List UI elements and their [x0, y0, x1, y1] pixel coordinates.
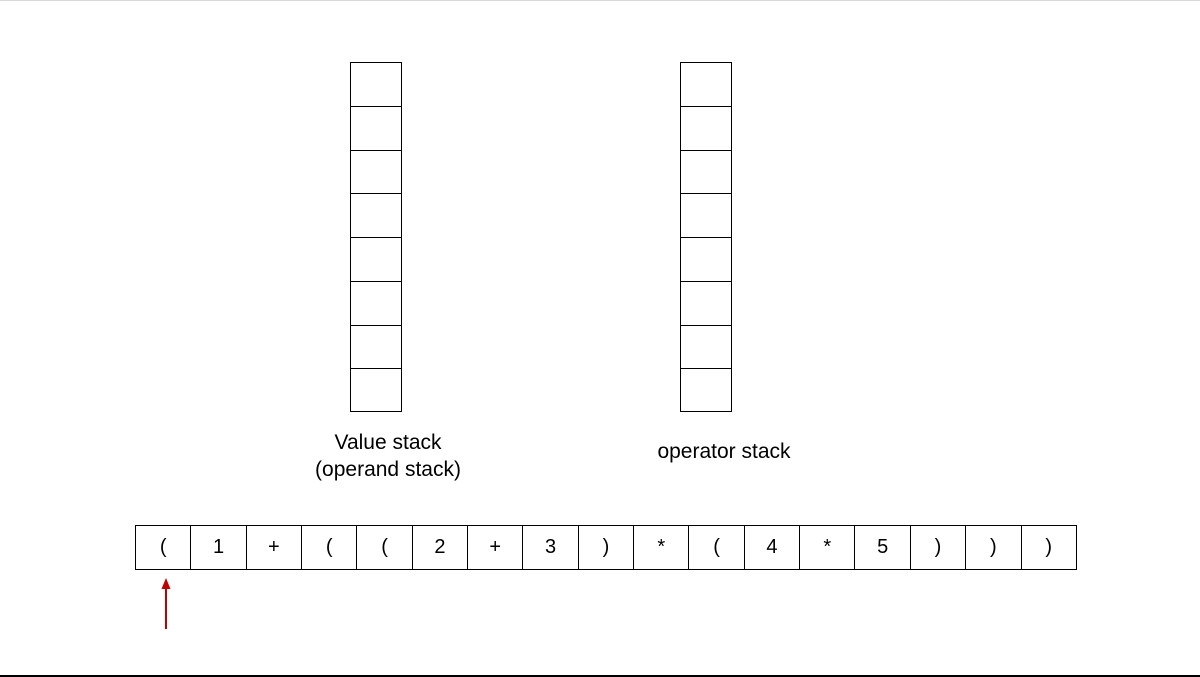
- operator-stack-cell: [681, 282, 731, 326]
- value-stack-cell: [351, 326, 401, 370]
- operator-stack-cell: [681, 238, 731, 282]
- expression-token: *: [800, 526, 856, 569]
- value-stack-cell: [351, 369, 401, 413]
- pointer-head: [161, 578, 171, 589]
- expression-token: ): [966, 526, 1022, 569]
- expression-token: 1: [191, 526, 247, 569]
- operator-stack: [680, 62, 732, 412]
- value-stack-cell: [351, 282, 401, 326]
- expression-token: 3: [523, 526, 579, 569]
- expression-token: 5: [855, 526, 911, 569]
- value-stack-caption-line2: (operand stack): [315, 458, 461, 481]
- expression-token: ): [579, 526, 635, 569]
- operator-stack-caption: operator stack: [657, 440, 791, 463]
- value-stack-cell: [351, 151, 401, 195]
- value-stack: [350, 62, 402, 412]
- expression-token: 4: [745, 526, 801, 569]
- operator-stack-cell: [681, 151, 731, 195]
- expression-token: (: [302, 526, 358, 569]
- value-stack-cell: [351, 107, 401, 151]
- operator-stack-cell: [681, 63, 731, 107]
- expression-token: *: [634, 526, 690, 569]
- expression-token: +: [468, 526, 524, 569]
- expression-token: 2: [413, 526, 469, 569]
- operator-stack-cell: [681, 107, 731, 151]
- expression-token: (: [136, 526, 192, 569]
- expression-token: ): [911, 526, 967, 569]
- value-stack-caption: Value stack (operand stack): [276, 429, 500, 483]
- operator-stack-cell: [681, 194, 731, 238]
- top-divider: [0, 0, 1200, 1]
- value-stack-cell: [351, 194, 401, 238]
- value-stack-cell: [351, 238, 401, 282]
- expression-token: +: [247, 526, 303, 569]
- expression-array: (1+((2+3)*(4*5))): [135, 525, 1077, 570]
- operator-stack-cell: [681, 369, 731, 413]
- value-stack-cell: [351, 63, 401, 107]
- expression-token: (: [689, 526, 745, 569]
- expression-token: (: [357, 526, 413, 569]
- operator-stack-cell: [681, 326, 731, 370]
- expression-token: ): [1022, 526, 1077, 569]
- current-token-pointer-arrow: [161, 578, 171, 629]
- value-stack-caption-line1: Value stack: [334, 431, 442, 454]
- bottom-divider: [0, 675, 1200, 677]
